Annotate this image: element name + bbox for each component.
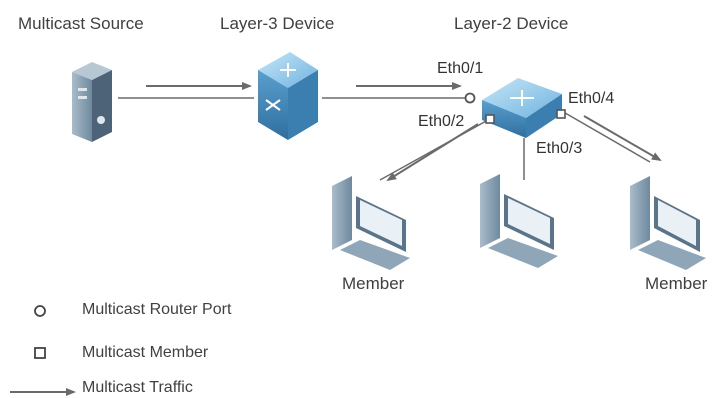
member-port-marker-eth0-2: [485, 114, 495, 124]
legend-router-port-label: Multicast Router Port: [82, 301, 232, 318]
member-pc-left-icon: [332, 176, 410, 270]
port-eth0-4-label: Eth0/4: [568, 90, 615, 107]
member-left-label: Member: [342, 274, 405, 293]
legend-member-icon: [34, 347, 46, 359]
legend-member-label: Multicast Member: [82, 344, 209, 361]
layer3-device-icon: [258, 52, 318, 140]
legend-router-port-icon: [34, 305, 46, 317]
member-pc-middle-icon: [480, 174, 558, 268]
traffic-arrow-to-member-left: [386, 123, 479, 182]
member-port-marker-eth0-4: [556, 109, 566, 119]
link-l2-to-member-right: [559, 109, 651, 163]
layer3-device-label: Layer-3 Device: [220, 14, 335, 33]
member-pc-right-icon: [630, 176, 706, 270]
layer2-device-label: Layer-2 Device: [454, 14, 569, 33]
port-eth0-2-label: Eth0/2: [418, 113, 465, 130]
router-port-marker: [464, 92, 476, 104]
multicast-source-label: Multicast Source: [18, 14, 144, 33]
member-right-label: Member: [645, 274, 708, 293]
traffic-arrow-to-member-right: [583, 115, 662, 162]
layer2-device-icon: [482, 78, 562, 138]
port-eth0-3-label: Eth0/3: [536, 140, 583, 157]
legend-traffic-label: Multicast Traffic: [82, 379, 193, 396]
multicast-source-server-icon: [72, 62, 112, 142]
port-eth0-1-label: Eth0/1: [437, 60, 484, 77]
